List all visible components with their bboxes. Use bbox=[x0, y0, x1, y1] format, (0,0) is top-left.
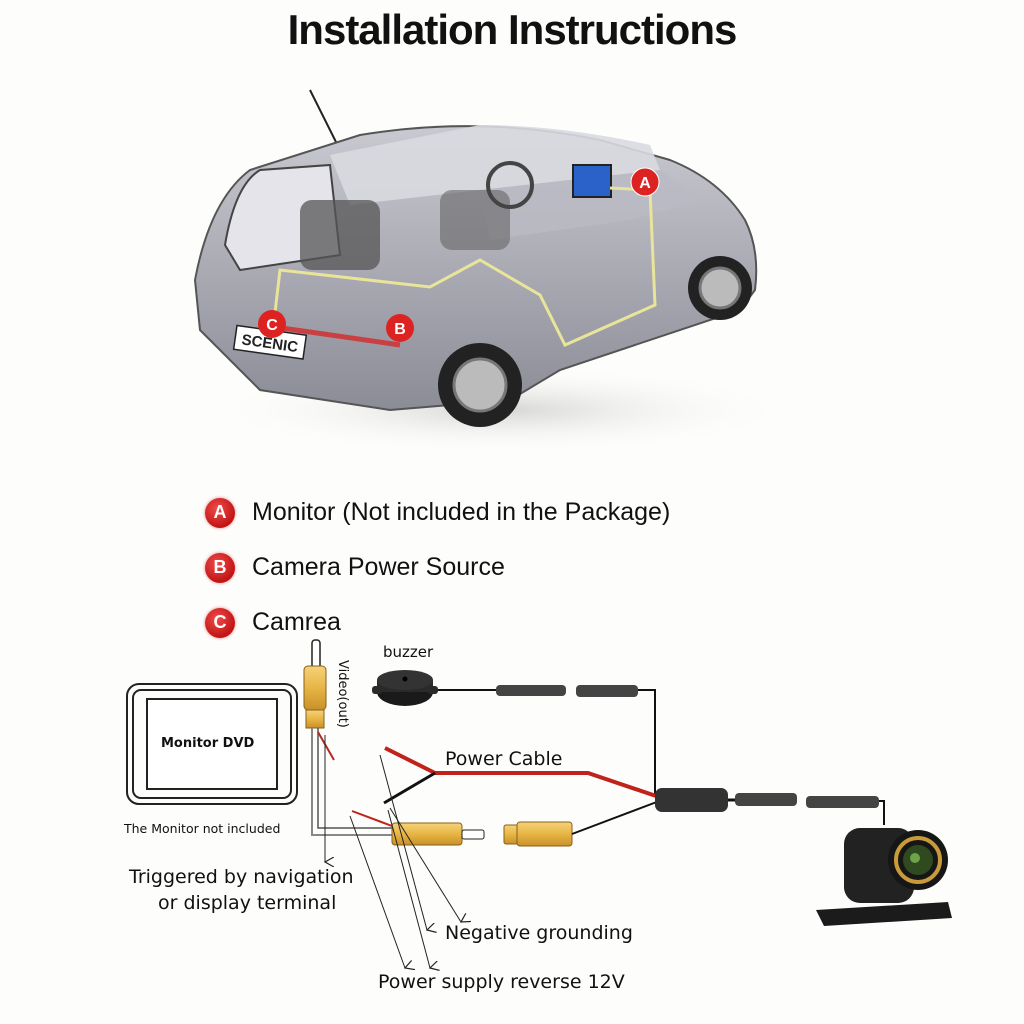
power-supply-label: Power supply reverse 12V bbox=[378, 971, 625, 993]
svg-text:C: C bbox=[266, 317, 278, 334]
legend: A Monitor (Not included in the Package) … bbox=[205, 485, 670, 650]
monitor-dvd-label: Monitor DVD bbox=[161, 736, 255, 751]
badge-c: C bbox=[205, 607, 235, 638]
triggered-label-line1: Triggered by navigation bbox=[129, 866, 354, 888]
legend-label: Camera Power Source bbox=[252, 553, 505, 581]
wiring-diagram bbox=[126, 639, 952, 1024]
power-12v-arrow-3 bbox=[387, 809, 430, 968]
legend-item-a: A Monitor (Not included in the Package) bbox=[205, 485, 670, 540]
buzzer-wire bbox=[638, 689, 656, 795]
svg-text:A: A bbox=[639, 175, 651, 192]
roof-glass bbox=[330, 125, 660, 205]
video-wire bbox=[311, 728, 395, 836]
buzzer-label: buzzer bbox=[383, 643, 434, 661]
marker-c: C bbox=[258, 310, 286, 338]
video-rca-plug bbox=[303, 639, 327, 729]
svg-text:B: B bbox=[394, 321, 406, 338]
badge-a: A bbox=[205, 497, 235, 528]
car-monitor-icon bbox=[572, 164, 612, 198]
steering-wheel bbox=[486, 161, 534, 209]
page-title: Installation Instructions bbox=[287, 6, 738, 53]
badge-b: B bbox=[205, 552, 235, 583]
car-illustration: SCENIC A B C bbox=[193, 89, 780, 455]
buzzer-connector-female bbox=[576, 685, 638, 697]
monitor-dvd-icon bbox=[126, 683, 298, 805]
camera-connector-female bbox=[806, 796, 879, 808]
front-seat bbox=[440, 190, 510, 250]
legend-label: Monitor (Not included in the Package) bbox=[252, 498, 671, 526]
power-cable-label: Power Cable bbox=[445, 748, 563, 770]
legend-label: Camrea bbox=[252, 608, 341, 636]
camera-connector-male bbox=[735, 793, 797, 806]
ground-arrow bbox=[389, 807, 461, 922]
splitter-box bbox=[655, 788, 728, 812]
trigger-wire bbox=[317, 731, 335, 761]
power-wire bbox=[274, 324, 401, 348]
power-cable-black bbox=[383, 771, 436, 805]
triggered-label-line2: or display terminal bbox=[158, 892, 337, 914]
rear-seat bbox=[300, 200, 380, 270]
buzzer-icon bbox=[372, 670, 438, 706]
marker-b: B bbox=[386, 314, 414, 342]
legend-item-b: B Camera Power Source bbox=[205, 540, 670, 595]
monitor-note: The Monitor not included bbox=[124, 821, 281, 836]
power-12v-arrow-2 bbox=[349, 815, 405, 968]
marker-a: A bbox=[630, 167, 660, 197]
route-wire bbox=[270, 186, 657, 347]
buzzer-connector-male bbox=[496, 685, 566, 696]
video-out-label: Video(out) bbox=[335, 660, 350, 728]
power-cable-red bbox=[384, 746, 663, 800]
negative-grounding-label: Negative grounding bbox=[445, 922, 633, 944]
legend-item-c: C Camrea bbox=[205, 595, 670, 650]
rca-female-plug bbox=[503, 821, 573, 847]
power-12v-arrow-1 bbox=[379, 754, 427, 930]
camera-icon bbox=[816, 828, 952, 926]
